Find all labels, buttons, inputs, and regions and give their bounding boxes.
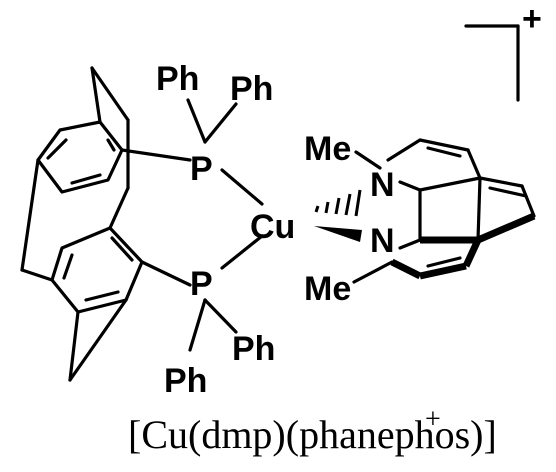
phenyl-label-1: Ph	[156, 60, 199, 98]
phenyl-label-2: Ph	[230, 70, 273, 108]
copper-nitrogen-bonds	[314, 189, 362, 242]
charge-bracket	[464, 24, 520, 102]
phenyl-label-3: Ph	[232, 330, 275, 368]
nitrogen-bottom-label: N	[370, 222, 395, 260]
caption-charge: +	[425, 404, 441, 435]
phosphorus-bottom-label: P	[190, 265, 213, 303]
nitrogen-top-label: N	[370, 166, 395, 204]
complex-caption: [Cu(dmp)(phanephos)]	[128, 412, 497, 457]
cyclophane-frame	[20, 66, 144, 382]
phenanthroline	[352, 138, 536, 284]
phosphorus-bonds	[120, 98, 264, 352]
phenyl-label-4: Ph	[164, 362, 207, 400]
methyl-bottom-label: Me	[304, 270, 351, 308]
phosphorus-top-label: P	[190, 150, 213, 188]
charge-sign: +	[522, 0, 542, 38]
methyl-top-label: Me	[304, 130, 351, 168]
copper-label: Cu	[250, 208, 295, 246]
